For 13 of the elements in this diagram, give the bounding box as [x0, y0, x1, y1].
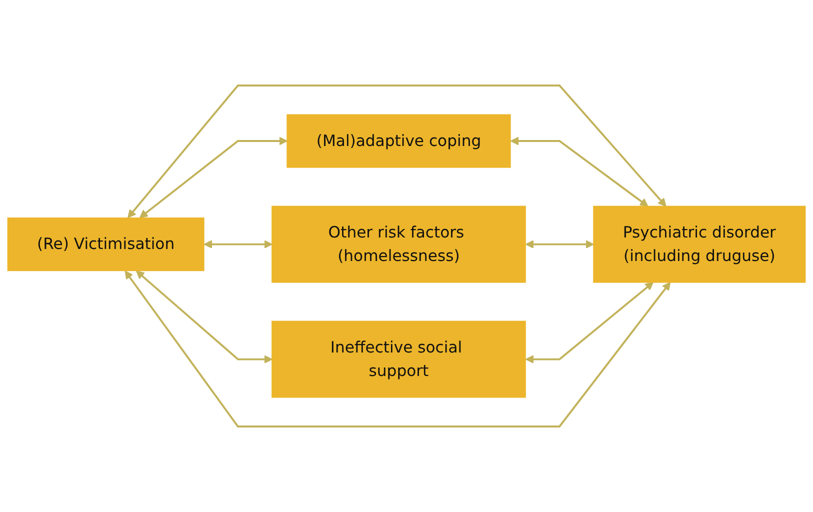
arrow — [124, 270, 671, 428]
node-box: Psychiatric disorder (including druguse) — [593, 206, 806, 283]
arrow — [525, 240, 594, 249]
arrow — [128, 84, 666, 218]
node-box: (Re) Victimisation — [7, 218, 204, 272]
node-box: (Mal)adaptive coping — [286, 114, 511, 168]
node-box: Other risk factors (homelessness) — [272, 206, 526, 283]
arrow — [525, 282, 654, 364]
arrow — [510, 136, 648, 207]
arrow — [139, 136, 288, 218]
arrow — [136, 270, 272, 364]
arrow — [204, 240, 272, 249]
node-box: Ineffective social support — [272, 320, 526, 398]
